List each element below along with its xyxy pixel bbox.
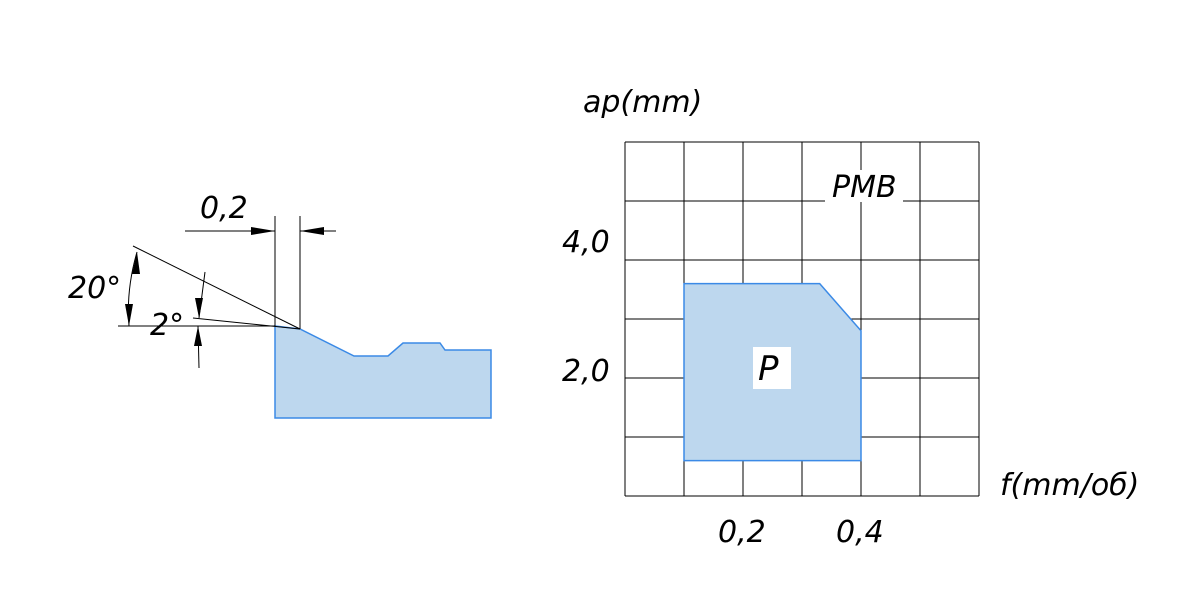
y-tick-label-2: 2,0: [562, 354, 610, 389]
y-tick-label-4: 4,0: [562, 225, 610, 260]
corner-label-background: [825, 170, 903, 202]
x-tick-label-0-2: 0,2: [718, 515, 766, 550]
y-axis-label: ap(mm): [583, 85, 702, 120]
dimension-label: 0,2: [200, 191, 248, 226]
dimension-arrow-left: [251, 227, 275, 235]
application-chart: ap(mm) PMB P 4,0 2,0 0,2 0,4 f(mm/об): [562, 85, 1139, 550]
angle-line-20deg: [132, 245, 301, 330]
x-tick-label-0-4: 0,4: [836, 515, 884, 550]
x-axis-label: f(mm/об): [1000, 468, 1139, 503]
angle-arrow-2deg-top: [195, 298, 203, 318]
angle-line-2deg: [192, 317, 301, 330]
angle-label-20deg: 20°: [68, 271, 121, 306]
angle-label-2deg: 2°: [150, 308, 184, 343]
insert-body: [274, 325, 492, 419]
corner-label: PMB: [832, 170, 897, 205]
region-label-background: [753, 347, 791, 389]
insert-profile: 0,2 20° 2°: [68, 191, 492, 419]
angle-arrow-20deg-bottom: [125, 304, 133, 326]
region-label: P: [758, 349, 779, 389]
angle-arrow-2deg-bottom: [194, 326, 202, 346]
dimension-arrow-right: [300, 227, 324, 235]
angle-arrow-20deg-top: [132, 252, 140, 274]
